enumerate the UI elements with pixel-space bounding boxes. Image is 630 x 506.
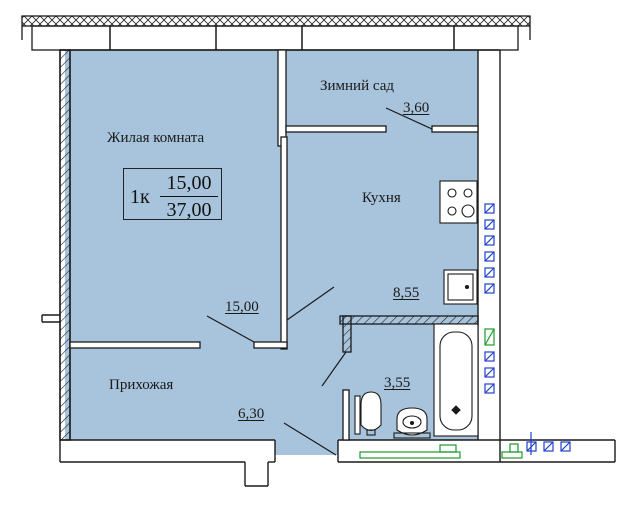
room-name-hallway: Прихожая [109,377,174,393]
apartment-badge: 1к 15,00 37,00 [123,168,222,222]
room-area-hallway: 6,30 [238,406,265,422]
room-name-winter-garden: Зимний сад [320,78,394,94]
engineering-fixtures [359,328,523,459]
room-name-kitchen: Кухня [362,190,401,206]
sink-icon [443,269,478,305]
room-area-kitchen: 8,55 [393,285,420,301]
bathtub-icon [433,323,479,437]
apartment-type: 1к [130,186,150,208]
total-area-value: 37,00 [166,199,212,221]
door-swings [206,107,433,456]
apartment-floor [65,50,478,455]
top-balcony-rail [21,15,531,51]
stove-icon [439,180,478,224]
room-area-living: 15,00 [225,299,259,315]
toilet-icon [354,391,382,436]
room-area-winter-garden: 3,60 [403,100,430,116]
ventilation-icon [484,203,571,455]
washbasin-icon [393,407,431,439]
room-name-living: Жилая комната [107,130,205,146]
outer-walls [41,49,616,487]
area-fraction: 15,00 37,00 [160,172,218,222]
living-area-value: 15,00 [160,172,218,197]
room-area-bathroom: 3,55 [384,375,411,391]
interior-walls [69,49,479,441]
